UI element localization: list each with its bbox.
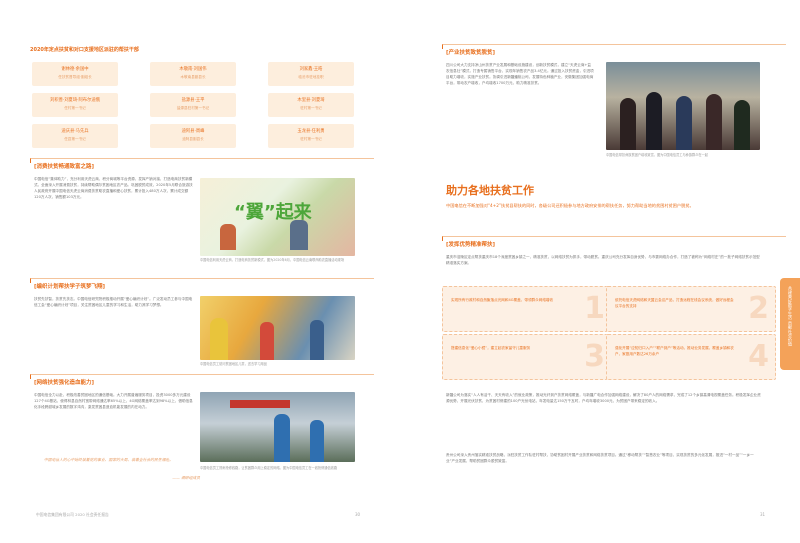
cadre-card: 木敬南·刘国伟 木敬南县副县长: [150, 62, 236, 86]
paragraph-guizhou: 贵州公司深入贵州落实精准扶贫战略，派驻扶贫工作队驻村帮扶，协助贫困村开展产业扶贫…: [446, 453, 754, 463]
section-text-consumption: 中国电信“集体助力”，充分利用天虎云商、积分商城等平台资源，发挥产销对接，打造电…: [34, 177, 193, 199]
cadre-heading: 2020年定点扶贫和对口支援地区派驻的帮扶干部: [30, 47, 139, 53]
cadre-card: 谢林德·余国中 任扶贫督导组·副组长: [32, 62, 118, 86]
left-page: 2020年定点扶贫和对口支援地区派驻的帮扶干部 谢林德·余国中 任扶贫督导组·副…: [30, 47, 374, 517]
measure-box: 搭建信息化“爱心小镜”，建立起农家留守儿童服务 3: [442, 334, 612, 380]
section-title-network: [网络扶贫强化造血能力]: [34, 380, 95, 386]
section-text-network: 中国电信全力以赴，积极改善贫困地区的通信基础。大力开展普遍服务项目，投资3000…: [34, 393, 193, 409]
photo-caption: 中国电信帮扶彝族贫困户增收致富，图为中国电信员工与彝族群众在一起: [606, 153, 708, 157]
photo-caption: 中国电信员工慰问贫困地区儿童，送去学习用品: [200, 362, 267, 366]
measure-box: 实现所有行政村和自然聚落点光网和4G覆盖，带领群众网络增收 1: [442, 286, 612, 332]
cadre-card: 盐源县·王平 盐源县驻村第一书记: [150, 93, 236, 117]
section-rule: [30, 278, 374, 283]
main-intro: 中国电信在不断加强对“4+2”扶贫县帮扶的同时，各级公司还积极参与地方政府安排的…: [446, 203, 694, 208]
quote-signature: —— 调研组成员: [172, 475, 200, 480]
yi-people-photo: [606, 62, 760, 150]
cadre-card: 迪庆县·马先兵 任县第一书记: [32, 124, 118, 148]
section-title-consumption: [消费扶贫畅通致富之路]: [34, 164, 95, 170]
children-photo: [200, 296, 355, 360]
section-rule: [442, 236, 786, 241]
section-rule: [30, 158, 374, 163]
cadre-card: 刘家鑫·王皓 临沧市驻地挂职: [268, 62, 354, 86]
section-text-industry: 四川公司大力支持凉山州扶贫产业发展和基础设施建设，创新扶贫模式，建立“天虎云商+…: [446, 63, 594, 85]
measure-box: 依托电信天虎网络和天翼云会议产品，打造远程在线会议系统，做好远程会议平台的支持 …: [606, 286, 776, 332]
chapter-side-tab[interactable]: 共建美好数字生活 贡献社会价值: [780, 278, 800, 370]
cadre-card: 刘积善·刘夏琦·阿布尔迪俄 任村第一书记: [32, 93, 118, 117]
cadre-card: 迪阿县·周峰 迪阿县副县长: [150, 124, 236, 148]
photo-caption: 中国电信利用天虎云商，打造电商扶贫新模式，图为2020年6月，中国电信云南联商助…: [200, 258, 345, 262]
page-number: 31: [760, 512, 766, 517]
repair-photo: [200, 392, 355, 462]
section-text-precise: 重庆市涪陵区定点帮扶重庆市18个深度贫困乡镇之一，精准扶贫，以网络扶贫为抓手，带…: [446, 255, 760, 265]
section-text-weaving: 扶贫先扶智，扶贫先扶志。中国电信研究院积极推动开展“爱心编织计划”。广泛发动员工…: [34, 297, 193, 307]
section-rule: [442, 44, 786, 49]
section-title-industry: [产业扶贫致贫脱贫]: [446, 50, 496, 56]
photo-caption: 中国电信员工冒雨抢修线路，让贫困群众用上稳定的网络。图为中国电信员工在一线抢修通…: [200, 466, 338, 470]
cadre-card: 木里县·刘夏琦 驻村第一书记: [268, 93, 354, 117]
paragraph-xinjiang: 新疆公司为落实“人人有活干、天天有收入”的就业政策，推动光纤到户扶贫网络覆盖，与…: [446, 393, 761, 403]
section-title-weaving: [编织计划帮扶学子筑梦飞翔]: [34, 284, 106, 290]
page-number: 30: [355, 512, 361, 517]
measure-box: 强化开展“应知归口入户”“联户到户”等活动，推动业务发展，覆盖乡镇和农户，家庭用…: [606, 334, 776, 380]
livestream-photo: “翼”起来: [200, 178, 355, 256]
section-title-precise: [发挥优势精准帮扶]: [446, 242, 496, 248]
cadre-card: 玉龙县·任利勇 驻村第一书记: [268, 124, 354, 148]
footer-report-title: 中国电信集团有限公司 2020 社会责任报告: [36, 512, 109, 517]
quote: 中国电信人的心中始终装着党的事业、国家的大局，装着全社会的民生福祉。: [44, 457, 174, 462]
section-rule: [30, 374, 374, 379]
main-title: 助力各地扶贫工作: [446, 184, 534, 197]
right-page: [产业扶贫致贫脱贫] 四川公司大力支持凉山州扶贫产业发展和基础设施建设，创新扶贫…: [400, 0, 800, 543]
